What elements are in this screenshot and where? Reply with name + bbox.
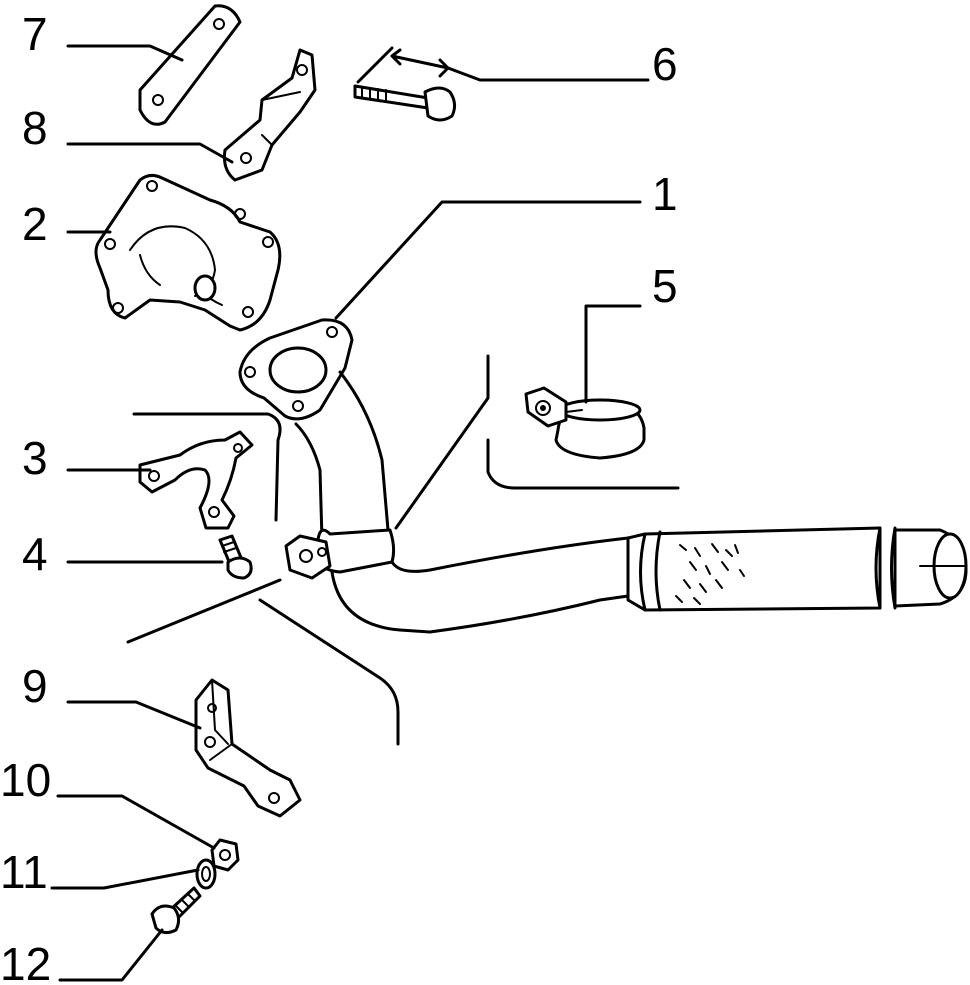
callout-11: 11 [0, 846, 48, 898]
callout-7: 7 [22, 8, 48, 60]
part-10-nut[interactable] [210, 838, 240, 872]
callout-5: 5 [652, 260, 678, 312]
part-11-washer[interactable] [195, 858, 217, 890]
part-8-bracket[interactable] [223, 48, 317, 182]
callout-6: 6 [652, 38, 678, 90]
callout-3: 3 [22, 432, 48, 484]
part-3-u-bracket[interactable] [138, 430, 254, 530]
callout-4: 4 [22, 528, 48, 580]
part-12-bolt[interactable] [150, 886, 202, 935]
callout-9: 9 [22, 660, 48, 712]
leader-lines [50, 44, 650, 982]
callout-2: 2 [22, 198, 48, 250]
callout-labels: 7 8 2 6 1 5 3 4 9 10 11 12 [0, 8, 678, 985]
callout-8: 8 [22, 102, 48, 154]
part-5-clamp[interactable] [524, 386, 646, 460]
part-9-lower-bracket[interactable] [194, 678, 302, 818]
part-1-exhaust-pipe[interactable] [238, 318, 968, 634]
part-2-manifold-flange[interactable] [94, 173, 282, 332]
callout-12: 12 [0, 938, 51, 985]
callout-1: 1 [652, 168, 678, 220]
part-4-screw[interactable] [218, 534, 253, 580]
reference-lines [126, 354, 680, 746]
part-7-plate[interactable] [138, 4, 242, 126]
callout-10: 10 [0, 754, 51, 806]
part-6-bolt[interactable] [353, 46, 457, 122]
